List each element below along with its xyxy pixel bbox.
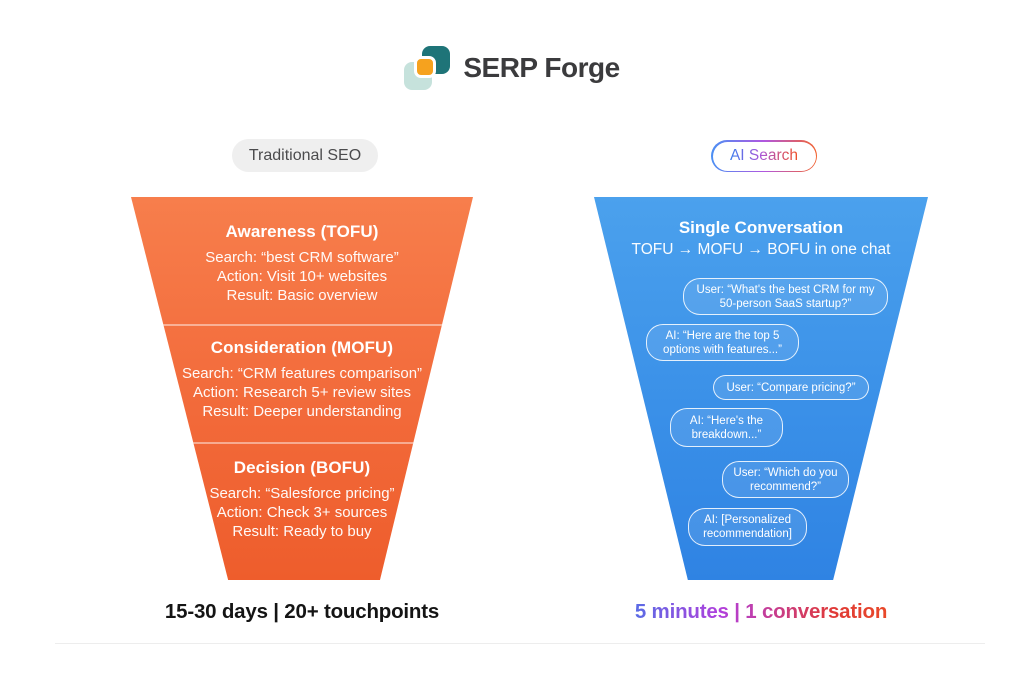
chat-bubble-user: User: “Compare pricing?” [713, 375, 869, 400]
traditional-seo-stat: 15-30 days | 20+ touchpoints [164, 600, 440, 623]
chat-bubble-text: AI: [Personalized recommendation] [703, 514, 792, 540]
chat-title: Single Conversation [678, 218, 844, 237]
bottom-rule [55, 643, 985, 644]
logo-orange-square [414, 56, 437, 78]
chat-bubble-text: User: “Which do you recommend?” [733, 466, 838, 493]
stage-title: Awareness (TOFU) [225, 222, 379, 241]
chat-bubble-text: User: “Compare pricing?” [726, 381, 856, 394]
ai-search-stat: 5 minutes | 1 conversation [594, 600, 928, 624]
serp-forge-logo-icon [404, 46, 451, 90]
brand-header: SERP Forge [0, 46, 1024, 90]
stage-line: Search: “Salesforce pricing” [209, 485, 395, 502]
traditional-seo-funnel: Awareness (TOFU) Search: “best CRM softw… [131, 197, 473, 580]
stage-title: Decision (BOFU) [233, 458, 371, 477]
stage-line: Action: Check 3+ sources [216, 504, 388, 521]
funnel-divider [131, 324, 473, 326]
chat-bubble-ai: AI: “Here's the breakdown...” [670, 408, 783, 447]
chat-bubble-ai: AI: [Personalized recommendation] [688, 508, 807, 546]
stage-line: Action: Research 5+ review sites [192, 384, 411, 401]
ai-search-funnel: Single Conversation TOFU → MOFU → BOFU i… [594, 197, 928, 580]
chat-bubble-text: User: “What's the best CRM for my 50-per… [696, 283, 875, 310]
chat-bubble-user: User: “What's the best CRM for my 50-per… [683, 278, 888, 315]
stage-line: Result: Basic overview [226, 287, 378, 304]
traditional-seo-label: Traditional SEO [232, 139, 378, 172]
ai-search-label: AI Search [711, 140, 817, 172]
traditional-seo-label-text: Traditional SEO [248, 146, 362, 164]
chat-header: Single Conversation TOFU → MOFU → BOFU i… [594, 218, 928, 259]
brand-name: SERP Forge [463, 52, 620, 83]
ai-search-label-text: AI Search [729, 147, 799, 164]
funnel-stage-mofu: Consideration (MOFU) Search: “CRM featur… [131, 338, 473, 421]
stage-line: Search: “CRM features comparison” [181, 365, 423, 382]
stage-line: Result: Deeper understanding [202, 403, 402, 420]
stage-line: Result: Ready to buy [232, 523, 372, 540]
chat-bubble-user: User: “Which do you recommend?” [722, 461, 849, 498]
chat-bubble-ai: AI: “Here are the top 5 options with fea… [646, 324, 799, 361]
chat-bubble-text: AI: “Here's the breakdown...” [689, 414, 764, 441]
stage-line: Search: “best CRM software” [205, 249, 399, 266]
funnel-stage-bofu: Decision (BOFU) Search: “Salesforce pric… [131, 458, 473, 541]
funnel-stage-tofu: Awareness (TOFU) Search: “best CRM softw… [131, 222, 473, 305]
funnel-divider [131, 442, 473, 444]
chat-bubble-text: AI: “Here are the top 5 options with fea… [663, 329, 782, 356]
stage-title: Consideration (MOFU) [210, 338, 394, 357]
stage-line: Action: Visit 10+ websites [216, 268, 388, 285]
chat-subtitle: TOFU → MOFU → BOFU in one chat [631, 241, 891, 258]
